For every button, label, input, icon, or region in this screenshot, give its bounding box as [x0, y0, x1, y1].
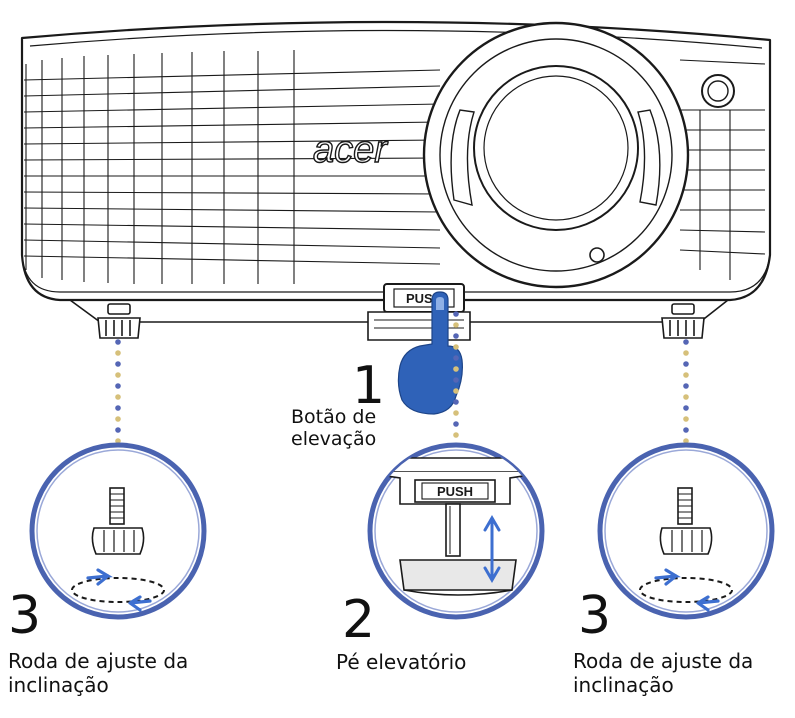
- leader-dot: [683, 394, 689, 400]
- leader-dot: [683, 339, 689, 345]
- leader-dot: [453, 322, 459, 328]
- leader-dot: [453, 344, 459, 350]
- ventilation-grille: [23, 50, 766, 284]
- callout-number-2: 2: [342, 590, 376, 650]
- leader-dot: [683, 416, 689, 422]
- leader-dot: [453, 377, 459, 383]
- leader-dot: [453, 432, 459, 438]
- leader-dot: [115, 372, 121, 378]
- leader-dot: [683, 361, 689, 367]
- rotate-arrow-left-icon: [128, 595, 152, 612]
- callout-number-3-left: 3: [8, 586, 42, 646]
- left-tilt-wheel-detail: [29, 442, 207, 620]
- elevator-foot-detail: PUSH: [367, 442, 545, 620]
- leader-dot: [115, 383, 121, 389]
- leader-dot: [683, 350, 689, 356]
- leader-dot: [683, 372, 689, 378]
- leader-dot: [453, 333, 459, 339]
- rotate-arrow-right-icon: [86, 568, 113, 586]
- leader-dot: [115, 361, 121, 367]
- leader-dot: [115, 339, 121, 345]
- leader-dot: [115, 427, 121, 433]
- leader-dot: [453, 355, 459, 361]
- rotate-arrow-right-icon: [654, 568, 681, 586]
- callout-label-1: Botão de elevação: [291, 406, 377, 451]
- leader-dot: [115, 416, 121, 422]
- right-foot: [661, 303, 705, 339]
- leader-dot: [453, 366, 459, 372]
- leader-dot: [453, 388, 459, 394]
- leader-dot: [115, 394, 121, 400]
- ir-sensor-icon: [701, 74, 735, 108]
- right-tilt-wheel-detail: [597, 442, 775, 620]
- leader-dot: [115, 350, 121, 356]
- leader-dot: [683, 383, 689, 389]
- leader-dot: [453, 410, 459, 416]
- callout-number-1: 1: [352, 356, 386, 416]
- up-down-arrow-icon: [483, 515, 501, 583]
- lens-icon: [422, 21, 690, 289]
- rotate-arrow-left-icon: [696, 595, 720, 612]
- callout-label-3-right: Roda de ajuste da inclinação: [573, 649, 754, 697]
- leader-lines: [115, 311, 689, 444]
- leader-dot: [683, 405, 689, 411]
- left-foot: [97, 303, 141, 339]
- leader-dot: [115, 438, 121, 444]
- leader-dot: [115, 405, 121, 411]
- callout-label-3-left: Roda de ajuste da inclinação: [8, 649, 189, 697]
- push-label-detail: PUSH: [437, 484, 473, 499]
- leader-dot: [453, 399, 459, 405]
- callout-number-3-right: 3: [578, 586, 612, 646]
- hand-icon: [397, 291, 463, 415]
- leader-dot: [683, 438, 689, 444]
- acer-logo: acer: [313, 129, 388, 171]
- callout-label-2: Pé elevatório: [336, 650, 467, 674]
- leader-dot: [683, 427, 689, 433]
- leader-dot: [453, 311, 459, 317]
- leader-dot: [453, 421, 459, 427]
